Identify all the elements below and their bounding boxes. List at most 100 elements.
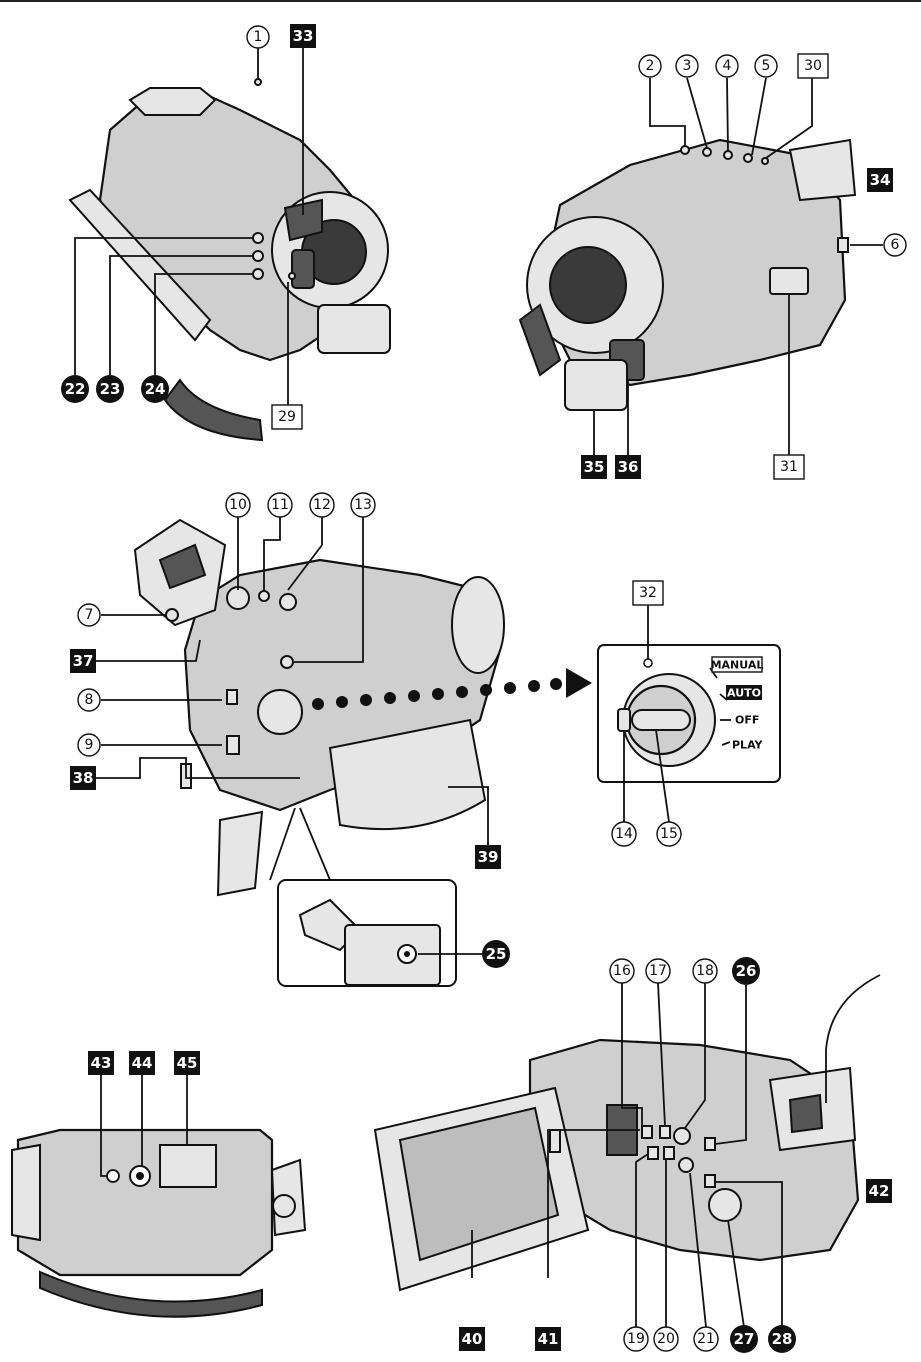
mode-label-play: PLAY xyxy=(732,739,764,752)
btn-16 xyxy=(641,1125,653,1139)
svg-text:37: 37 xyxy=(73,652,94,670)
callout-33: 33 xyxy=(290,24,316,48)
strap-bottom xyxy=(39,1270,263,1318)
btn-18 xyxy=(673,1127,691,1145)
mode-label-off: OFF xyxy=(735,714,759,727)
svg-text:38: 38 xyxy=(73,769,94,787)
leader-15 xyxy=(655,729,670,823)
microphone-grille xyxy=(291,249,315,289)
svg-text:22: 22 xyxy=(65,380,86,398)
callout-15: 15 xyxy=(656,821,682,847)
callout-10: 10 xyxy=(225,492,251,518)
dotted-arrow xyxy=(312,668,592,710)
callout-13: 13 xyxy=(350,492,376,518)
mode-switch-inset: MANUAL AUTO OFF PLAY xyxy=(597,644,781,783)
lock-button[interactable] xyxy=(617,708,631,732)
svg-text:12: 12 xyxy=(313,497,331,513)
strap-lower xyxy=(216,810,264,897)
callout-17: 17 xyxy=(645,958,671,984)
btn-2 xyxy=(680,145,690,155)
battery-release xyxy=(159,1144,217,1188)
leader-13 xyxy=(294,517,364,663)
callout-7: 7 xyxy=(77,603,101,627)
btn-13 xyxy=(280,655,294,669)
eyepiece xyxy=(158,543,207,590)
lcd-hinge xyxy=(549,1129,561,1153)
svg-text:41: 41 xyxy=(538,1330,559,1348)
leader-16 xyxy=(621,983,643,1126)
svg-text:27: 27 xyxy=(734,1330,755,1348)
hand-strap-right xyxy=(518,303,562,377)
callout-29: 29 xyxy=(271,404,303,430)
callout-44: 44 xyxy=(129,1051,155,1075)
svg-text:35: 35 xyxy=(584,458,605,476)
lens-end xyxy=(11,1143,41,1242)
jack-av xyxy=(252,232,264,244)
callout-1: 1 xyxy=(246,25,270,49)
svg-text:42: 42 xyxy=(869,1182,890,1200)
top-rule xyxy=(0,0,921,2)
jack-mic xyxy=(252,268,264,280)
btn-4 xyxy=(723,150,733,160)
leader-27 xyxy=(727,1219,745,1328)
viewfinder-top xyxy=(128,87,217,116)
leader-28 xyxy=(715,1181,783,1327)
svg-text:4: 4 xyxy=(723,58,732,74)
jack-housing xyxy=(344,924,441,986)
svg-text:40: 40 xyxy=(462,1330,483,1348)
leader-19 xyxy=(635,1153,649,1327)
callout-12: 12 xyxy=(309,492,335,518)
viewfinder-right xyxy=(788,138,857,202)
svg-text:23: 23 xyxy=(100,380,121,398)
btn-9 xyxy=(226,735,240,755)
light-unit xyxy=(317,304,391,354)
callout-31: 31 xyxy=(773,454,805,480)
svg-text:18: 18 xyxy=(696,963,714,979)
view-rear-left xyxy=(133,518,505,897)
callout-37: 37 xyxy=(70,649,96,673)
svg-text:45: 45 xyxy=(177,1054,198,1072)
leader-39 xyxy=(448,786,489,862)
callout-2: 2 xyxy=(638,54,662,78)
svg-text:29: 29 xyxy=(278,409,296,425)
cassette-label xyxy=(769,267,809,295)
svg-text:3: 3 xyxy=(683,58,692,74)
callout-34: 34 xyxy=(867,168,893,192)
svg-text:25: 25 xyxy=(486,945,507,963)
callout-18: 18 xyxy=(692,958,718,984)
svg-text:7: 7 xyxy=(85,607,94,623)
indicator-lamp xyxy=(643,658,653,668)
callout-3: 3 xyxy=(675,54,699,78)
svg-text:16: 16 xyxy=(613,963,631,979)
btn-11 xyxy=(258,590,270,602)
svg-text:39: 39 xyxy=(478,848,499,866)
callout-4: 4 xyxy=(715,54,739,78)
hand-strap-left xyxy=(163,378,264,442)
svg-text:10: 10 xyxy=(229,497,247,513)
svg-text:11: 11 xyxy=(271,497,289,513)
btn-17 xyxy=(659,1125,671,1139)
svg-text:2: 2 xyxy=(646,58,655,74)
callout-38: 38 xyxy=(70,766,96,790)
btn-21 xyxy=(678,1157,694,1173)
callout-35: 35 xyxy=(581,455,607,479)
callout-5: 5 xyxy=(754,54,778,78)
svg-text:14: 14 xyxy=(615,826,633,842)
callout-45: 45 xyxy=(174,1051,200,1075)
dial-lever xyxy=(631,709,691,731)
svg-text:1: 1 xyxy=(254,29,263,45)
svg-text:36: 36 xyxy=(618,458,639,476)
callout-39: 39 xyxy=(475,845,501,869)
svg-text:34: 34 xyxy=(870,171,891,189)
leader-26 xyxy=(714,985,747,1145)
callout-30: 30 xyxy=(797,53,829,79)
leader-5 xyxy=(751,77,767,156)
lens-rear xyxy=(451,576,505,674)
camera-body-bottom xyxy=(16,1128,274,1277)
mode-label-manual: MANUAL xyxy=(711,659,764,672)
leader-43 xyxy=(100,1075,107,1177)
svg-text:20: 20 xyxy=(657,1331,675,1347)
leader-4 xyxy=(726,77,729,152)
svg-text:8: 8 xyxy=(85,692,94,708)
leader-23 xyxy=(109,255,253,375)
